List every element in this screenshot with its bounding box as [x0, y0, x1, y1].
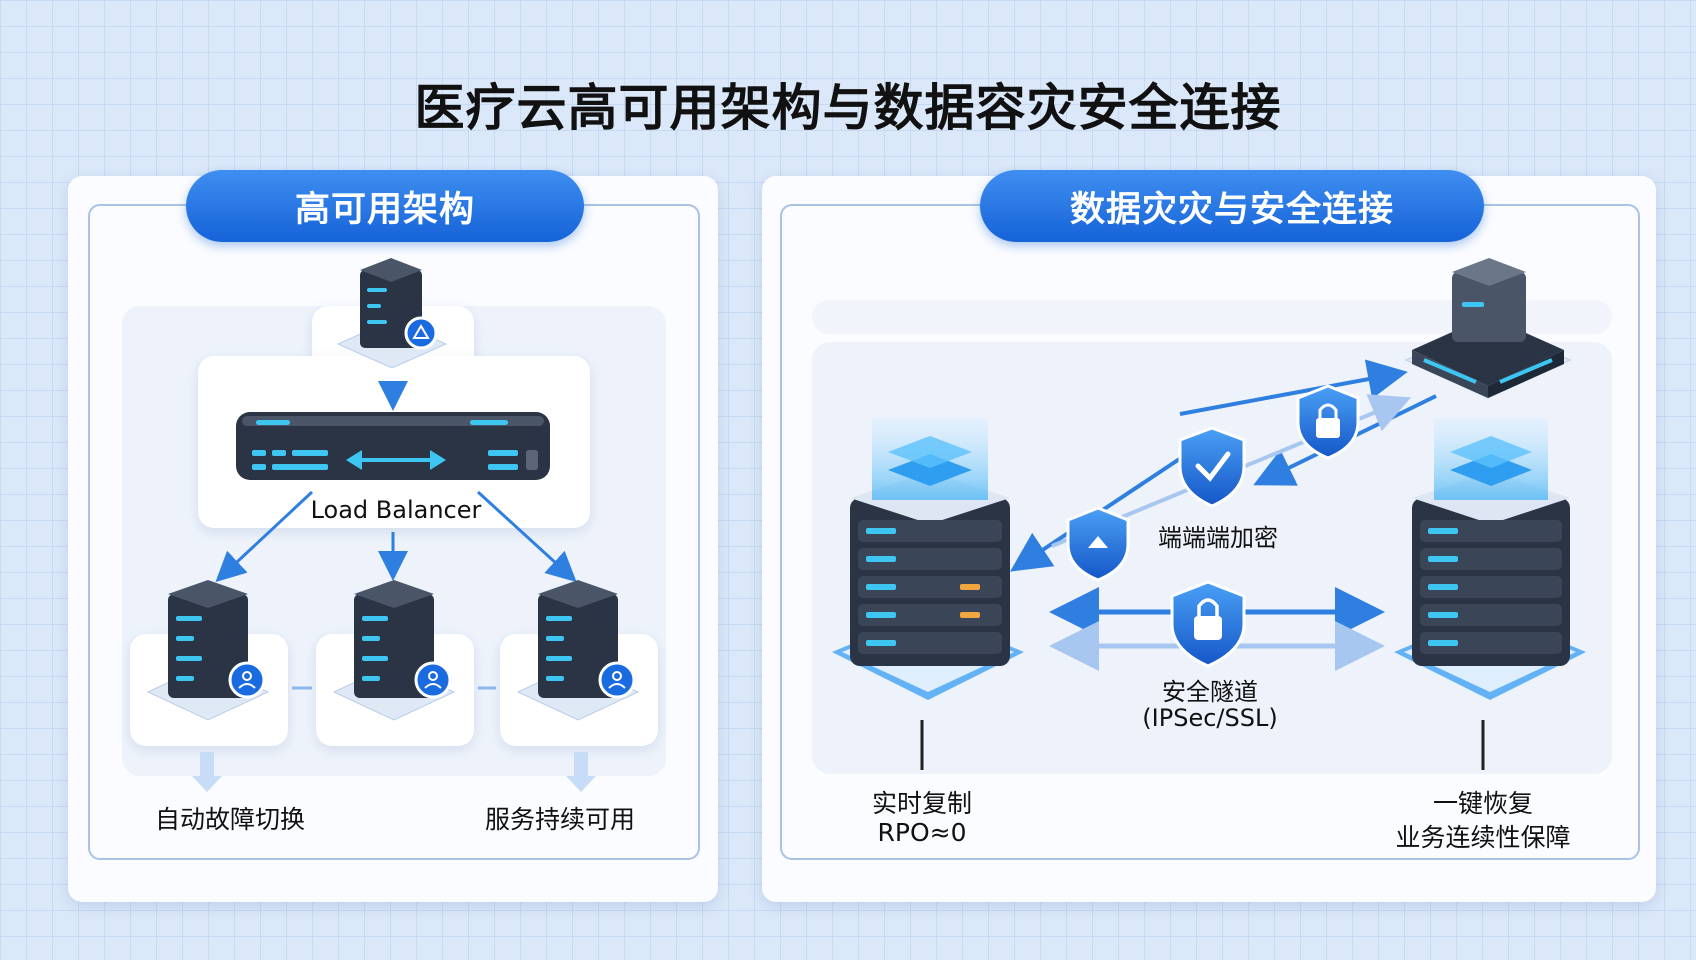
realtime-replication-label: 实时复制 — [871, 789, 972, 818]
secure-tunnel-label: 安全隧道 — [1162, 678, 1258, 706]
cloud-node-icon — [1404, 258, 1572, 399]
server-node-2-icon — [332, 580, 456, 721]
page-title: 医疗云高可用架构与数据容灾安全连接 — [414, 79, 1282, 137]
top-server-icon — [336, 258, 448, 369]
service-availability-label: 服务持续可用 — [484, 805, 635, 834]
primary-datacenter-icon — [832, 418, 1024, 700]
load-balancer-icon — [236, 412, 550, 480]
server-node-1-icon — [146, 580, 270, 721]
load-balancer-label: Load Balancer — [310, 496, 482, 524]
secure-tunnel-protocols-label: (IPSec/SSL) — [1142, 704, 1278, 732]
rpo-label: RPO≈0 — [877, 818, 967, 847]
shield-lock-icon — [1296, 384, 1360, 460]
shield-check-icon — [1178, 426, 1246, 508]
backup-datacenter-icon — [1394, 418, 1586, 700]
business-continuity-label: 业务连续性保障 — [1395, 823, 1571, 852]
server-node-3-icon — [516, 580, 640, 721]
shield-small-icon — [1066, 506, 1130, 582]
one-click-restore-label: 一键恢复 — [1432, 789, 1533, 818]
end-to-end-encryption-label: 端端端加密 — [1158, 524, 1278, 552]
dr-security-header: 数据灾灾与安全连接 — [980, 170, 1484, 242]
ha-architecture-header: 高可用架构 — [186, 170, 584, 242]
auto-failover-label: 自动故障切换 — [154, 805, 305, 834]
tunnel-lock-icon — [1170, 580, 1246, 668]
